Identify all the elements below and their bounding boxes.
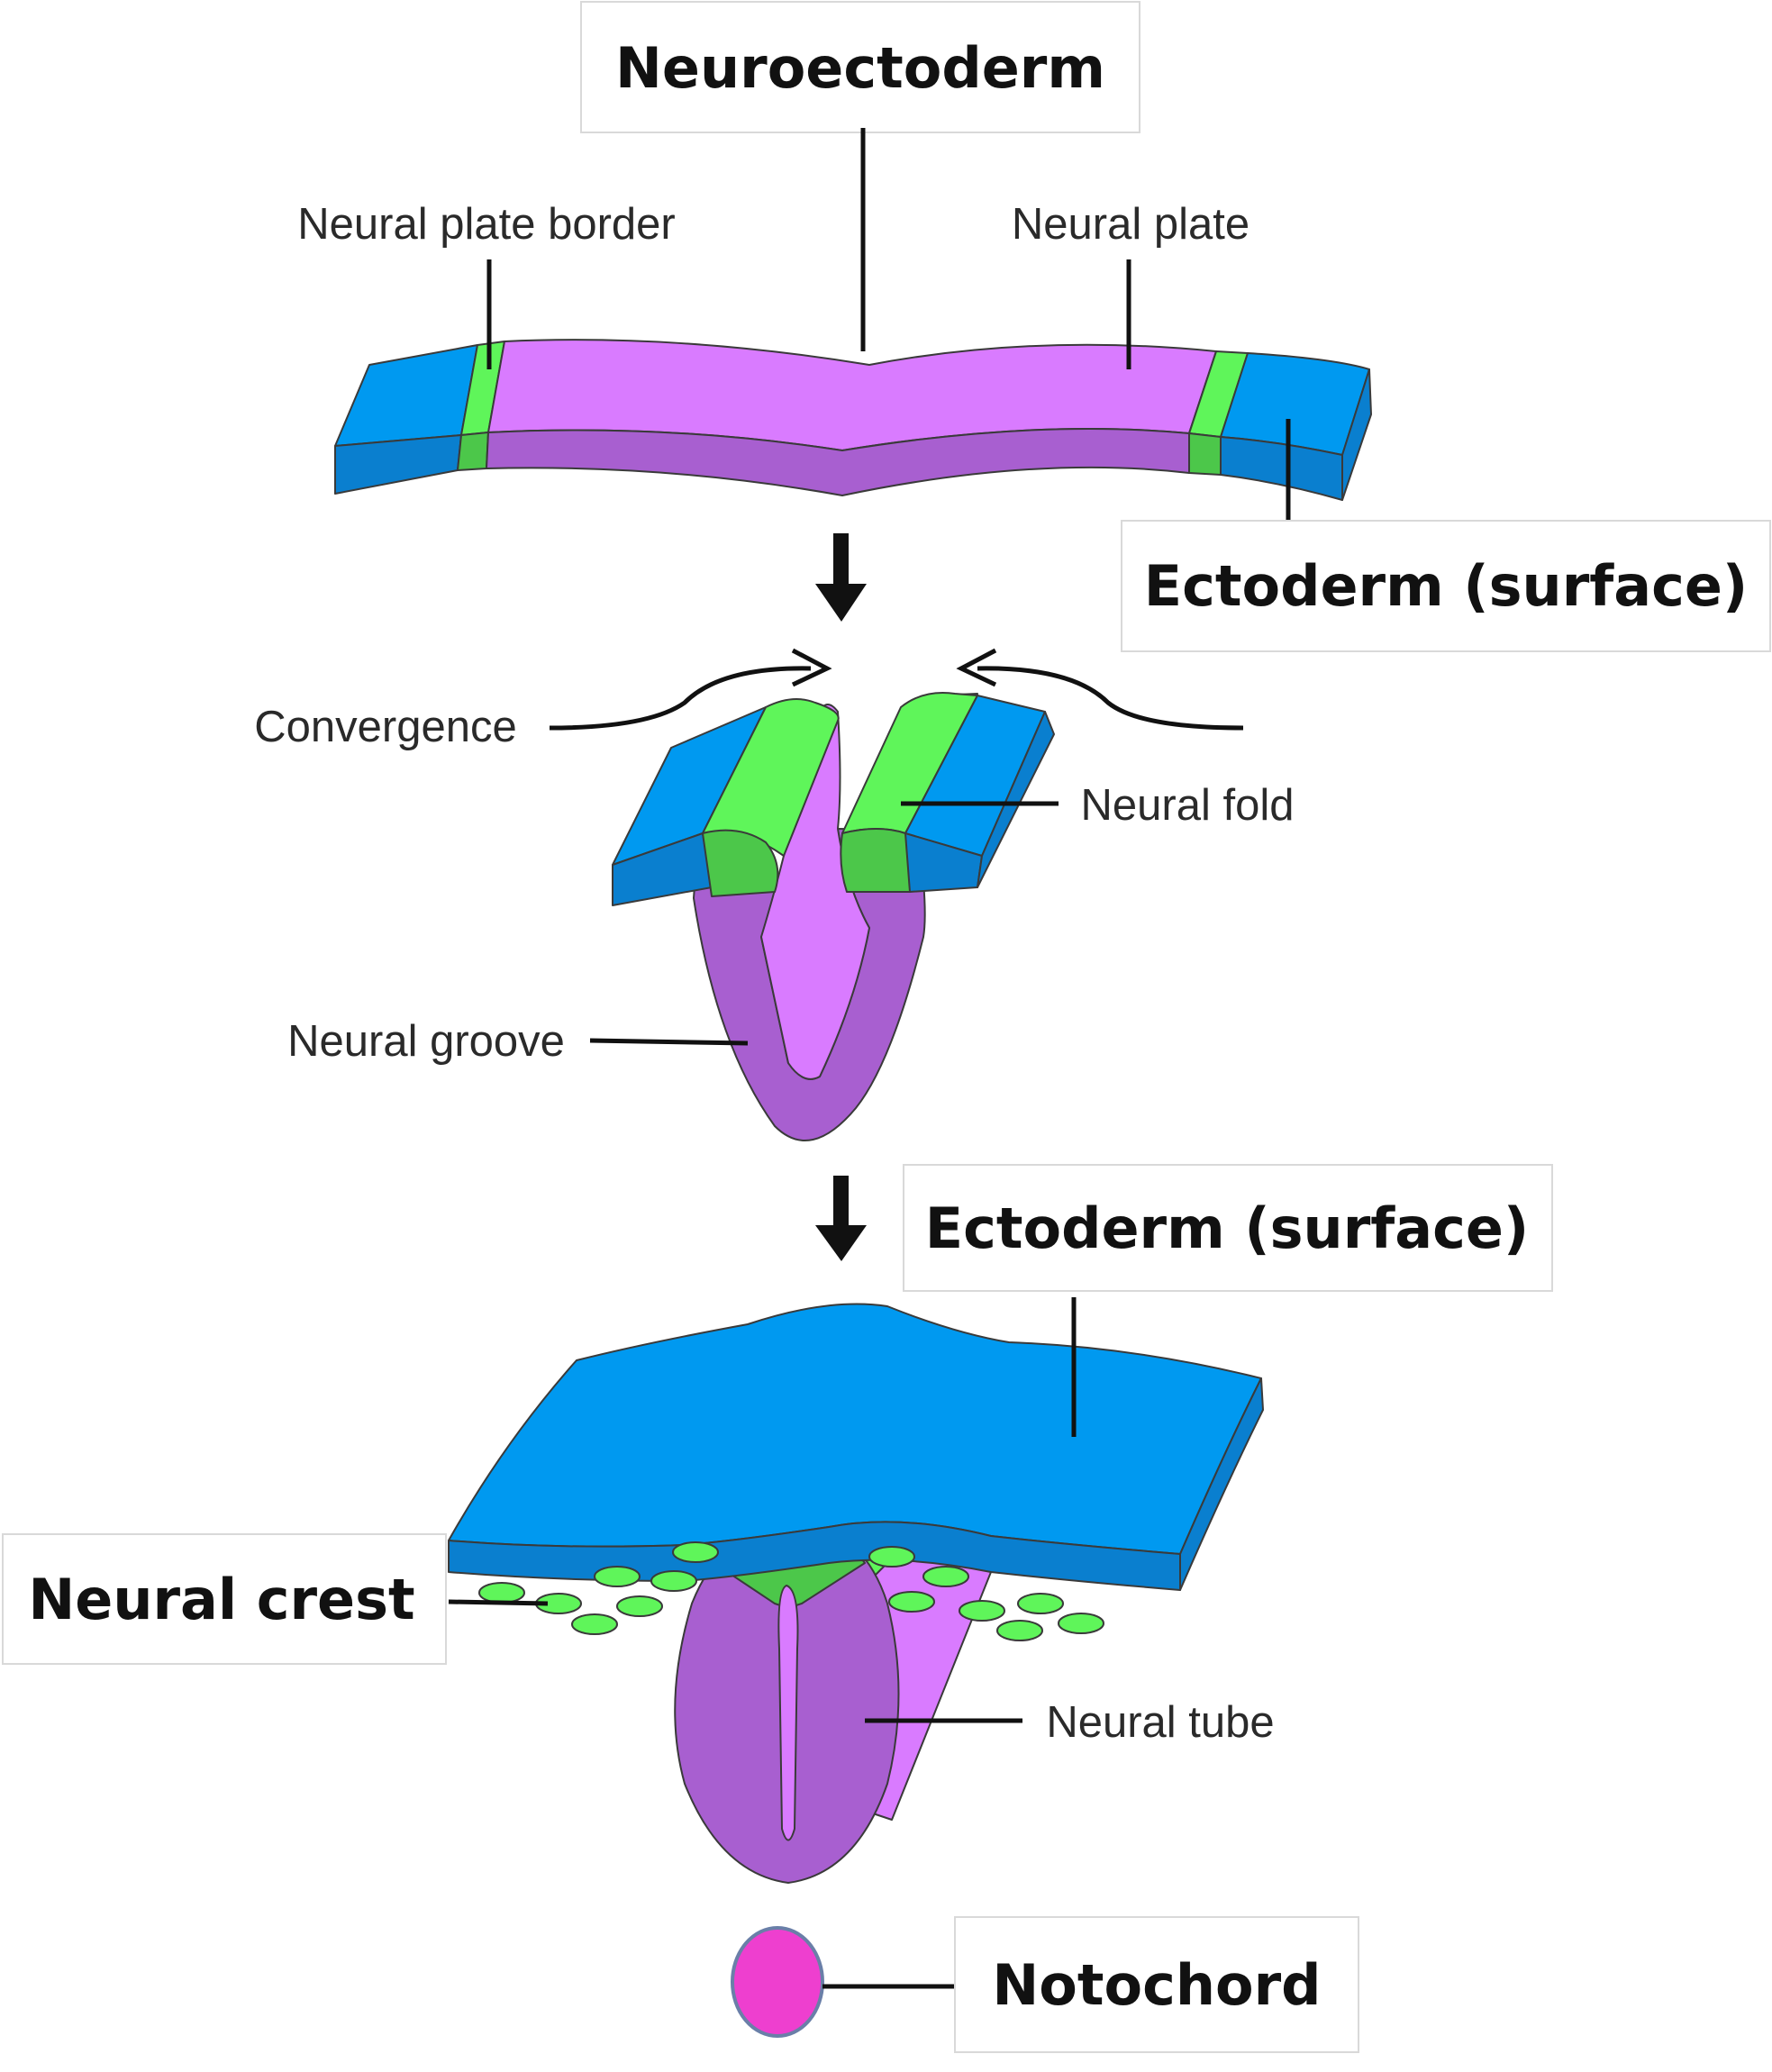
right-convergence-arrow (977, 666, 1244, 731)
left-surface-ectoderm-side (334, 434, 462, 495)
notochord-callout: Notochord (731, 1916, 1359, 2053)
convergence-label: Convergence (254, 703, 516, 751)
left-convergence-arrowhead-icon (791, 648, 832, 687)
convergence-arrows (549, 648, 1244, 731)
neural-groove-label: Neural groove (287, 1017, 565, 1066)
left-neural-fold-cap (702, 829, 779, 897)
right-fold-ectoderm-end (977, 711, 1055, 888)
down-arrow-icon (815, 1176, 867, 1261)
right-neural-fold-cap (840, 828, 914, 893)
neural-crest-box (2, 1533, 447, 1665)
neural-plate-label: Neural plate (1012, 200, 1249, 249)
right-convergence-arrowhead-icon (956, 648, 997, 687)
neural-crest-cell (1058, 1613, 1104, 1634)
notochord-shape (731, 1926, 824, 2038)
neural-tube-lumen (777, 1585, 799, 1841)
neural-crest-cell (1017, 1593, 1064, 1614)
stage-3-neural-tube (448, 1297, 1264, 1884)
neural-crest-cells (478, 1541, 1104, 1641)
neuroectoderm-label: Neuroectoderm (615, 35, 1105, 101)
right-surface-ectoderm-end (1341, 368, 1372, 501)
neural-tube-callout: Neural tube (865, 1698, 1275, 1747)
down-arrow-icon (815, 533, 867, 622)
surface-ectoderm-sheet-end (1179, 1377, 1264, 1591)
ectoderm-surface-callout-2: Ectoderm (surface) (903, 1164, 1553, 1292)
neuroectoderm-box (580, 1, 1140, 133)
neuroectoderm-callout: Neuroectoderm (580, 1, 1140, 351)
neural-crest-cell (996, 1620, 1043, 1641)
neural-crest-cell (594, 1566, 641, 1587)
neural-crest-label: Neural crest (28, 1567, 414, 1632)
ectoderm-surface-box-2 (903, 1164, 1553, 1292)
surface-ectoderm-sheet-top (448, 1303, 1262, 1555)
neural-crest-cell (888, 1591, 935, 1613)
neural-fold-callout: Neural fold (901, 781, 1294, 830)
neural-crest-cell (922, 1566, 969, 1587)
left-convergence-arrow (549, 666, 812, 731)
right-border-strip-side (1188, 432, 1222, 476)
neural-groove-leader (589, 1038, 749, 1046)
stage-2-neural-groove (612, 692, 1055, 1141)
neural-plate-border-callout: Neural plate border (297, 200, 676, 369)
ectoderm-surface-label-2: Ectoderm (surface) (925, 1195, 1529, 1261)
neural-crest-cell (959, 1600, 1005, 1622)
neural-plate-callout: Neural plate (1012, 200, 1249, 369)
ectoderm-surface-box-1 (1121, 520, 1771, 652)
neural-tube-label: Neural tube (1046, 1698, 1274, 1747)
neural-crest-cell (571, 1613, 618, 1635)
neural-plate-border-label: Neural plate border (297, 200, 675, 249)
notochord-box (954, 1916, 1359, 2053)
neural-crest-cell (616, 1595, 663, 1617)
left-border-strip-side (457, 432, 489, 471)
neural-crest-cell (478, 1582, 525, 1604)
neural-crest-cell (672, 1541, 719, 1563)
neural-crest-leader (448, 1599, 549, 1606)
ectoderm-surface-label-1: Ectoderm (surface) (1144, 553, 1748, 619)
neural-crest-cell (868, 1546, 915, 1568)
neural-crest-cell (650, 1570, 697, 1592)
neural-fold-label: Neural fold (1081, 781, 1295, 830)
notochord-label: Notochord (992, 1952, 1321, 2018)
neural-groove-callout: Neural groove (287, 1017, 749, 1066)
neural-crest-callout: Neural crest (2, 1533, 549, 1665)
stage-1-neural-plate (334, 339, 1372, 501)
left-surface-ectoderm-top (334, 344, 478, 447)
ectoderm-surface-callout-1: Ectoderm (surface) (1121, 419, 1771, 652)
